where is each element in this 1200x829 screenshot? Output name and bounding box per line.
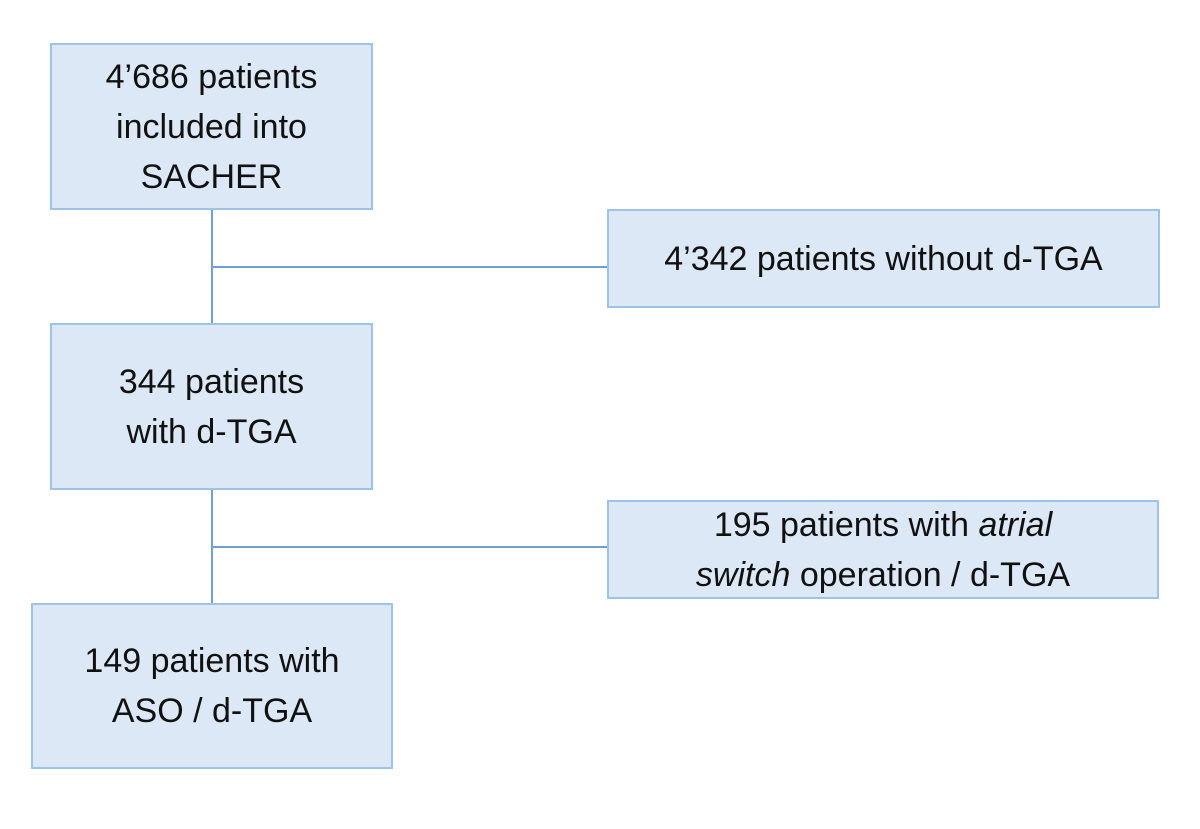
box-included-sacher-label: 4’686 patients included into SACHER [105, 57, 318, 196]
box-without-dtga: 4’342 patients without d-TGA [607, 209, 1160, 308]
box-aso-dtga-label: 149 patients with ASO / d-TGA [84, 642, 340, 730]
box-included-sacher: 4’686 patients included into SACHER [50, 43, 373, 210]
connector-branch-atrial-switch [211, 546, 608, 548]
box-atrial-switch-label: 195 patients with atrial switch operatio… [695, 505, 1071, 594]
box-with-dtga-label: 344 patients with d-TGA [118, 362, 305, 451]
box-with-dtga: 344 patients with d-TGA [50, 323, 373, 490]
box-aso-dtga: 149 patients with ASO / d-TGA [31, 603, 393, 769]
box-without-dtga-label: 4’342 patients without d-TGA [664, 239, 1103, 278]
connector-branch-without-dtga [211, 266, 608, 268]
box-atrial-switch: 195 patients with atrial switch operatio… [607, 500, 1159, 599]
